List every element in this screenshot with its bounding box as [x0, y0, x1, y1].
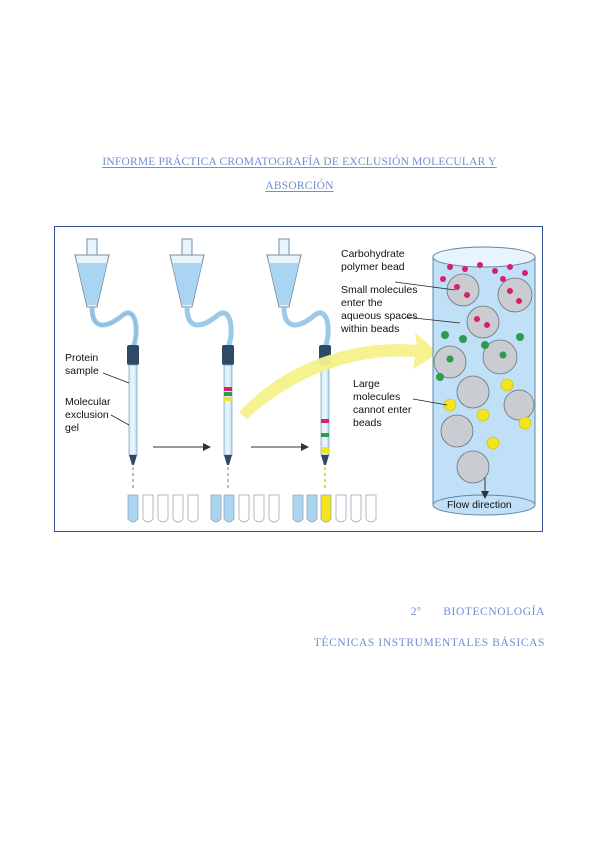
zoom-arrow [239, 333, 439, 419]
zoomed-column [432, 246, 536, 516]
label-gel-3: gel [65, 422, 79, 434]
label-bead-2: polymer bead [341, 261, 405, 273]
label-protein-sample-2: sample [65, 365, 99, 377]
column-stage-2 [169, 238, 234, 489]
callout-lines [102, 281, 461, 426]
chromatography-figure: Protein sample Molecular exclusion gel C… [54, 226, 543, 532]
label-small-4: within beads [340, 323, 399, 335]
label-small-3: aqueous spaces [341, 310, 417, 322]
label-flow-direction: Flow direction [447, 499, 512, 511]
label-small-1: Small molecules [341, 284, 417, 296]
label-gel-1: Molecular [65, 396, 111, 408]
label-bead-1: Carbohydrate [341, 248, 405, 260]
label-protein-sample-1: Protein [65, 352, 98, 364]
column-stage-3 [266, 238, 331, 489]
stage-arrows [153, 443, 309, 451]
label-large-3: cannot enter [353, 404, 412, 416]
course-line: 2º BIOTECNOLOGÍA [300, 606, 545, 618]
document-title: INFORME PRÁCTICA CROMATOGRAFÍA DE EXCLUS… [40, 150, 559, 198]
subject-line: TÉCNICAS INSTRUMENTALES BÁSICAS [313, 637, 545, 649]
column-stage-1 [74, 238, 139, 489]
label-large-2: molecules [353, 391, 400, 403]
chromatography-illustration: Protein sample Molecular exclusion gel C… [65, 238, 536, 523]
collection-tubes-1 [127, 494, 199, 523]
course-number: 2º [410, 606, 422, 618]
label-large-4: beads [353, 417, 382, 429]
course-name: BIOTECNOLOGÍA [443, 606, 545, 618]
label-large-1: Large [353, 378, 380, 390]
title-line-2: ABSORCIÓN [265, 180, 334, 192]
label-small-2: enter the [341, 297, 383, 309]
collection-tubes-2 [210, 494, 280, 523]
collection-tubes-3 [292, 494, 377, 523]
title-line-1: INFORME PRÁCTICA CROMATOGRAFÍA DE EXCLUS… [102, 156, 497, 168]
label-gel-2: exclusion [65, 409, 109, 421]
